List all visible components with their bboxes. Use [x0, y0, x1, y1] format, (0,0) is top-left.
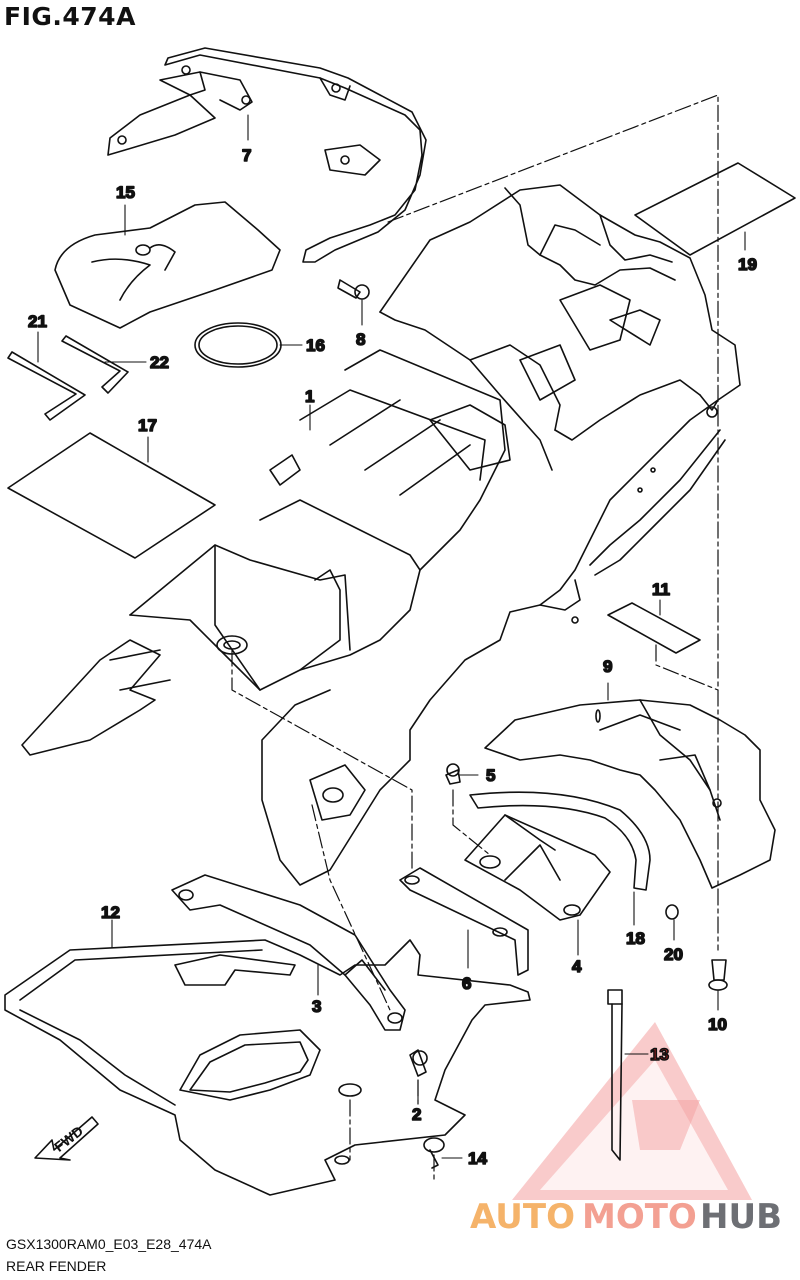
callout-4: 4 — [572, 957, 582, 976]
callout-18: 18 — [626, 929, 645, 948]
figure-code: GSX1300RAM0_E03_E28_474A — [6, 1236, 212, 1252]
callout-20: 20 — [664, 945, 683, 964]
fwd-direction-arrow: FWD — [34, 1116, 99, 1161]
figure-title: FIG.474A — [4, 2, 136, 31]
part-21-22-hex-wrenches — [7, 335, 129, 421]
part-8-bolt-head — [354, 284, 370, 300]
callout-9: 9 — [603, 657, 612, 676]
callout-16: 16 — [306, 336, 325, 355]
callout-13: 13 — [650, 1045, 669, 1064]
part-9-tail-bracket — [484, 699, 776, 889]
callout-6: 6 — [462, 974, 471, 993]
part-5-clip — [445, 769, 461, 785]
callout-12: 12 — [101, 903, 120, 922]
part-7-grab-rail — [107, 47, 427, 263]
callout-5: 5 — [486, 766, 495, 785]
callout-19: 19 — [738, 255, 757, 274]
watermark-auto: AUTO — [470, 1197, 575, 1237]
part-1-rear-fender — [261, 184, 741, 886]
part-18-strip — [469, 791, 651, 891]
watermark-moto: MOTO — [582, 1197, 697, 1237]
callout-2: 2 — [412, 1105, 421, 1124]
callouts: 7 15 21 22 16 8 17 1 19 11 9 5 4 6 18 20… — [27, 145, 758, 1169]
part-20-washer — [665, 904, 679, 920]
part-11-strip — [607, 602, 701, 654]
part-4-plate — [464, 814, 611, 921]
part-3-bracket — [171, 874, 406, 1031]
part-16-o-ring-inner — [198, 325, 278, 365]
callout-15: 15 — [116, 183, 135, 202]
callout-3: 3 — [312, 997, 321, 1016]
callout-1: 1 — [305, 387, 314, 406]
callout-21: 21 — [28, 312, 47, 331]
callout-11: 11 — [652, 580, 670, 599]
part-8-bolt — [337, 279, 361, 299]
assembly-lines — [231, 94, 719, 1181]
watermark-wordmark: AUTO MOTO HUB — [470, 1197, 782, 1237]
part-6-bracket — [399, 867, 529, 976]
part-19-sheet — [634, 162, 796, 256]
watermark-hub: HUB — [700, 1197, 782, 1237]
callout-14: 14 — [468, 1149, 487, 1168]
fender-mount-plate — [21, 639, 171, 756]
callout-7: 7 — [242, 146, 251, 165]
fasteners — [337, 279, 728, 1169]
part-16-o-ring — [194, 322, 282, 368]
part-13-cable-tie — [607, 989, 623, 1161]
callout-22: 22 — [150, 353, 169, 372]
callout-leaders — [37, 114, 746, 1159]
watermark-logo — [512, 1022, 752, 1200]
part-14-clip — [423, 1137, 445, 1153]
part-15-pad — [54, 201, 281, 329]
figure-name: REAR FENDER — [6, 1258, 107, 1274]
part-12-undertray — [4, 939, 531, 1196]
part-1-storage-box — [129, 349, 506, 691]
part-2-screw — [409, 1049, 427, 1077]
part-10-bolt — [711, 959, 727, 981]
callout-17: 17 — [138, 416, 157, 435]
callout-10: 10 — [708, 1015, 727, 1034]
part-17-sheet — [7, 432, 216, 559]
callout-8: 8 — [356, 330, 365, 349]
